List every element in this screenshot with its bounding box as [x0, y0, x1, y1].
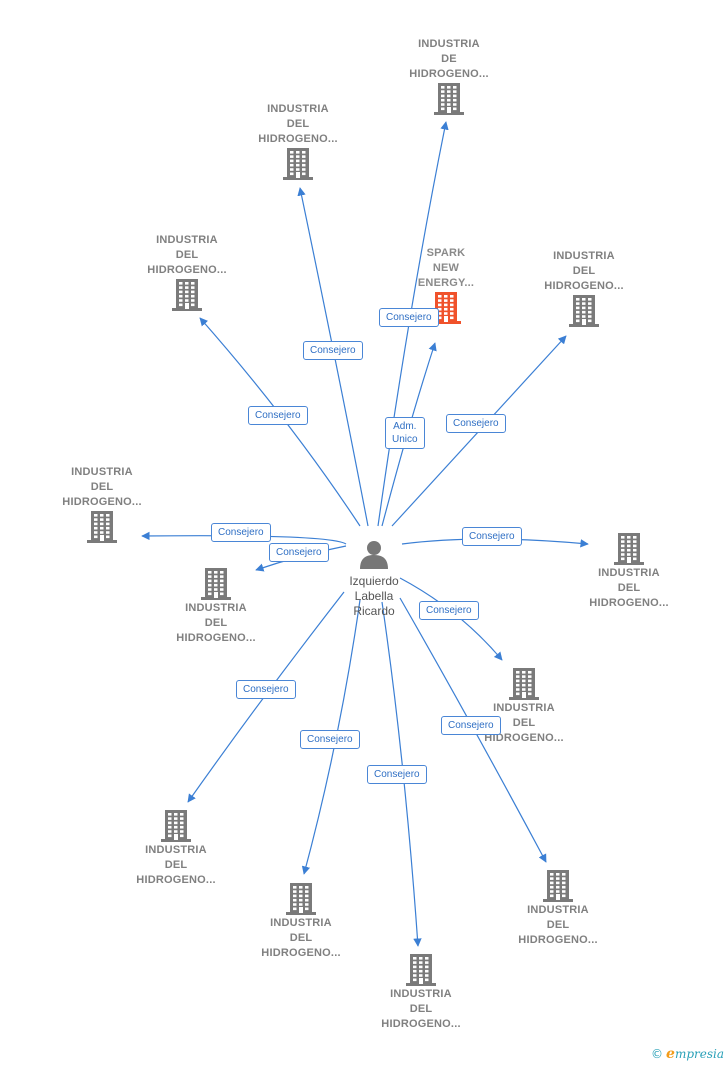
building-icon: [87, 511, 117, 543]
company-node[interactable]: INDUSTRIA DEL HIDROGENO...: [228, 102, 368, 181]
relation-label[interactable]: Consejero: [367, 765, 427, 784]
company-label: INDUSTRIA DEL HIDROGENO...: [147, 234, 227, 276]
building-icon: [286, 883, 316, 915]
relation-label[interactable]: Consejero: [248, 406, 308, 425]
building-icon: [569, 295, 599, 327]
person-icon: [360, 541, 388, 569]
relation-label[interactable]: Consejero: [236, 680, 296, 699]
company-node[interactable]: INDUSTRIA DEL HIDROGENO...: [146, 567, 286, 646]
company-node[interactable]: INDUSTRIA DEL HIDROGENO...: [32, 465, 172, 544]
company-label: INDUSTRIA DEL HIDROGENO...: [484, 702, 564, 744]
company-node[interactable]: INDUSTRIA DEL HIDROGENO...: [559, 532, 699, 611]
company-node[interactable]: INDUSTRIA DEL HIDROGENO...: [351, 953, 491, 1032]
company-label: INDUSTRIA DEL HIDROGENO...: [261, 917, 341, 959]
copyright-symbol: ©: [651, 1047, 664, 1061]
company-node[interactable]: INDUSTRIA DE HIDROGENO...: [379, 37, 519, 116]
building-icon: [161, 810, 191, 842]
relation-label[interactable]: Adm. Unico: [385, 417, 425, 449]
company-label: INDUSTRIA DE HIDROGENO...: [409, 38, 489, 80]
building-icon: [614, 533, 644, 565]
relation-label[interactable]: Consejero: [300, 730, 360, 749]
company-label: INDUSTRIA DEL HIDROGENO...: [518, 904, 598, 946]
person-name: Izquierdo Labella Ricardo: [349, 574, 399, 618]
company-label: INDUSTRIA DEL HIDROGENO...: [258, 103, 338, 145]
company-node[interactable]: INDUSTRIA DEL HIDROGENO...: [117, 233, 257, 312]
company-label: INDUSTRIA DEL HIDROGENO...: [62, 466, 142, 508]
company-label: INDUSTRIA DEL HIDROGENO...: [544, 250, 624, 292]
company-label: INDUSTRIA DEL HIDROGENO...: [589, 567, 669, 609]
building-icon: [434, 83, 464, 115]
company-label: INDUSTRIA DEL HIDROGENO...: [136, 844, 216, 886]
brand-name: mpresia: [674, 1047, 724, 1061]
relation-edge: [141, 531, 347, 545]
brand-logo: ©empresia: [651, 1046, 724, 1062]
company-node[interactable]: INDUSTRIA DEL HIDROGENO...: [488, 869, 628, 948]
relation-label[interactable]: Consejero: [462, 527, 522, 546]
relation-label[interactable]: Consejero: [211, 523, 271, 542]
company-label: SPARK NEW ENERGY...: [417, 247, 475, 289]
building-icon: [431, 292, 461, 324]
building-icon: [172, 279, 202, 311]
building-icon: [543, 870, 573, 902]
company-node[interactable]: INDUSTRIA DEL HIDROGENO...: [514, 249, 654, 328]
company-node[interactable]: INDUSTRIA DEL HIDROGENO...: [231, 882, 371, 961]
person-node[interactable]: Izquierdo Labella Ricardo: [314, 538, 434, 619]
company-node-highlighted[interactable]: SPARK NEW ENERGY...: [376, 246, 516, 325]
building-icon: [406, 954, 436, 986]
relation-label[interactable]: Consejero: [269, 543, 329, 562]
relation-label[interactable]: Consejero: [441, 716, 501, 735]
relation-edge: [297, 187, 369, 527]
relation-label[interactable]: Consejero: [303, 341, 363, 360]
brand-initial: e: [666, 1046, 675, 1062]
relation-label[interactable]: Consejero: [446, 414, 506, 433]
relation-label[interactable]: Consejero: [419, 601, 479, 620]
company-label: INDUSTRIA DEL HIDROGENO...: [381, 988, 461, 1030]
relation-label[interactable]: Consejero: [379, 308, 439, 327]
building-icon: [201, 568, 231, 600]
company-label: INDUSTRIA DEL HIDROGENO...: [176, 602, 256, 644]
company-node[interactable]: INDUSTRIA DEL HIDROGENO...: [106, 809, 246, 888]
building-icon: [509, 668, 539, 700]
company-node[interactable]: INDUSTRIA DEL HIDROGENO...: [454, 667, 594, 746]
building-icon: [283, 148, 313, 180]
